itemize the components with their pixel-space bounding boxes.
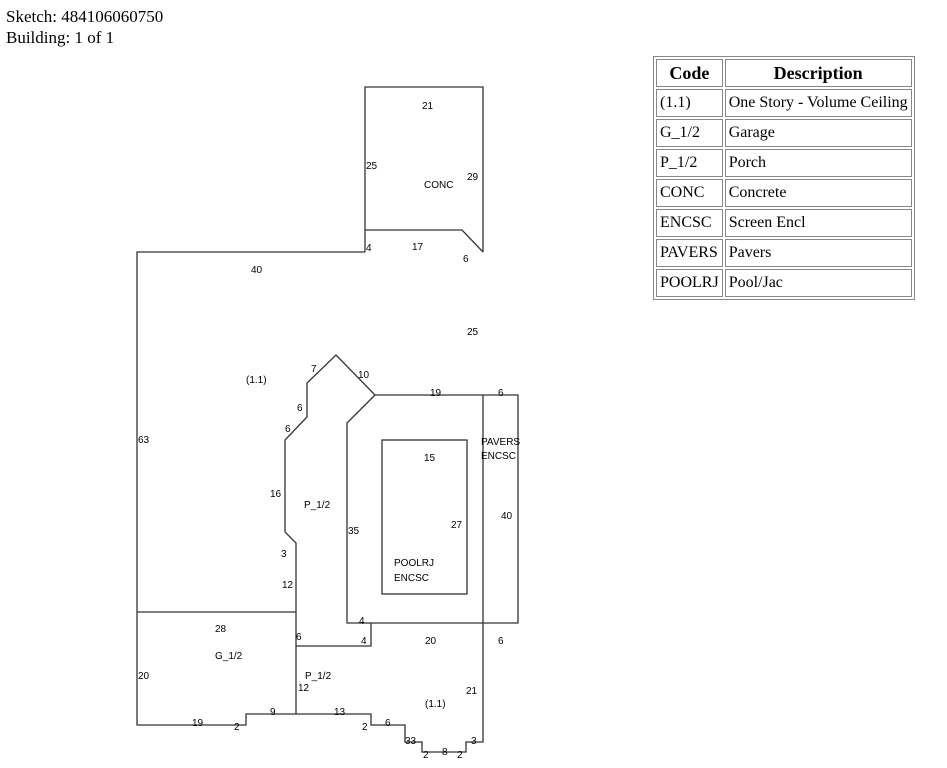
- dimension-label: 25: [366, 161, 378, 172]
- conc-outline: [364, 86, 484, 253]
- dimension-label: 6: [463, 254, 469, 265]
- area-label: G_1/2: [215, 651, 243, 662]
- area-label: (1.1): [246, 375, 267, 386]
- dimension-label: 20: [425, 636, 437, 647]
- dimension-label: 3: [471, 736, 477, 747]
- code-cell: G_1/2: [656, 119, 723, 147]
- description-cell: Concrete: [724, 179, 912, 207]
- code-cell: (1.1): [656, 89, 723, 117]
- sketch-id: Sketch: 484106060750: [6, 7, 164, 26]
- main-outline: [136, 251, 519, 753]
- code-cell: PAVERS: [656, 239, 723, 267]
- dimension-label: 15: [424, 453, 436, 464]
- dimension-label: 3: [281, 549, 287, 560]
- dimension-label: 28: [215, 624, 227, 635]
- dimension-label: 40: [501, 511, 513, 522]
- area-label: CONC: [424, 180, 453, 191]
- description-cell: Pavers: [724, 239, 912, 267]
- interior-lines: [137, 611, 372, 647]
- dimension-label: 20: [138, 671, 150, 682]
- dimension-label: 13: [334, 707, 346, 718]
- pool-outline: [381, 439, 468, 595]
- dimension-label: 6: [498, 636, 504, 647]
- area-label: ENCSC: [481, 451, 516, 462]
- dimension-label: 8: [442, 747, 448, 758]
- sketch-header: Sketch: 484106060750 Building: 1 of 1: [6, 6, 163, 48]
- dimension-label: 21: [466, 686, 478, 697]
- dimension-label: 21: [422, 101, 434, 112]
- code-header: Code: [656, 59, 723, 87]
- dimension-label: 6: [285, 424, 291, 435]
- dimension-label: 4: [359, 616, 365, 627]
- dimension-label: 12: [298, 683, 310, 694]
- dimension-label: 19: [192, 718, 204, 729]
- dimension-label: 35: [348, 526, 360, 537]
- dimension-label: 27: [451, 520, 463, 531]
- legend-row: (1.1)One Story - Volume Ceiling: [656, 89, 912, 117]
- description-cell: Pool/Jac: [724, 269, 912, 297]
- description-header: Description: [724, 59, 912, 87]
- area-label: (1.1): [425, 699, 446, 710]
- dimension-label: 63: [138, 435, 150, 446]
- dimension-label: 7: [311, 364, 317, 375]
- dimension-label: 25: [467, 327, 479, 338]
- dimension-label: 2: [362, 722, 368, 733]
- dimension-label: 6: [297, 403, 303, 414]
- area-label: P_1/2: [304, 500, 331, 511]
- dimension-label: 4: [361, 636, 367, 647]
- dimension-label: 12: [282, 580, 294, 591]
- dimension-label: 10: [358, 370, 370, 381]
- area-label: PAVERS: [481, 437, 520, 448]
- description-cell: Porch: [724, 149, 912, 177]
- code-cell: POOLRJ: [656, 269, 723, 297]
- dimension-label: 2: [457, 750, 463, 761]
- dimension-label: 19: [430, 388, 442, 399]
- dimension-label: 33: [405, 736, 417, 747]
- dimension-label: 2: [234, 722, 240, 733]
- dimension-label: 2: [423, 750, 429, 761]
- area-label: P_1/2: [305, 671, 332, 682]
- area-label: ENCSC: [394, 573, 429, 584]
- description-cell: Garage: [724, 119, 912, 147]
- description-cell: One Story - Volume Ceiling: [724, 89, 912, 117]
- code-cell: ENCSC: [656, 209, 723, 237]
- dimension-label: 4: [366, 243, 372, 254]
- dimension-label: 16: [270, 489, 282, 500]
- dimension-label: 6: [296, 632, 302, 643]
- dimension-label: 17: [412, 242, 424, 253]
- dimension-label: 40: [251, 265, 263, 276]
- dimension-label: 6: [385, 718, 391, 729]
- building-count: Building: 1 of 1: [6, 28, 115, 47]
- dimension-label: 9: [270, 707, 276, 718]
- dimension-label: 6: [498, 388, 504, 399]
- dimension-label: 29: [467, 172, 479, 183]
- description-cell: Screen Encl: [724, 209, 912, 237]
- area-label: POOLRJ: [394, 558, 434, 569]
- code-cell: P_1/2: [656, 149, 723, 177]
- code-cell: CONC: [656, 179, 723, 207]
- pavers-outline: [346, 394, 483, 624]
